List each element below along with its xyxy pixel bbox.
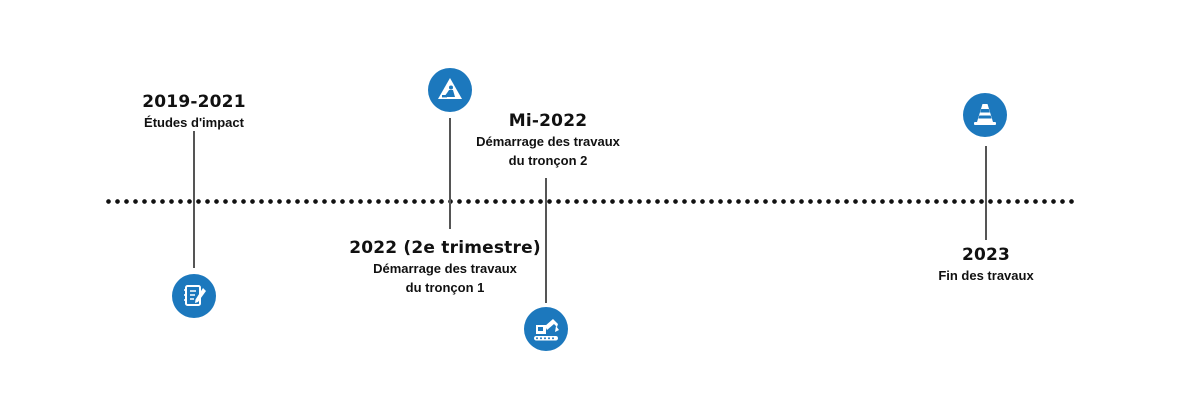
milestone-description: du tronçon 2 [508,153,588,168]
milestone-description: Études d'impact [144,115,244,130]
milestone-description: Démarrage des travaux [476,134,620,149]
milestone-label: Mi-2022 Démarrage des travaux du tronçon… [476,110,620,170]
timeline-axis [104,199,1076,204]
milestone-connector [545,178,547,303]
milestone-connector [449,118,451,229]
excavator-icon [524,307,568,351]
milestone-connector [193,131,195,268]
traffic-cone-icon [963,93,1007,137]
milestone-description: du tronçon 1 [405,280,485,295]
milestone-date: 2022 (2e trimestre) [349,238,541,258]
milestone-label: 2022 (2e trimestre) Démarrage des travau… [349,237,541,297]
milestone-date: 2019-2021 [142,92,246,112]
notebook-icon [172,274,216,318]
milestone-label: 2023 Fin des travaux [938,244,1033,285]
road-work-sign-icon [428,68,472,112]
milestone-connector [985,146,987,240]
milestone-label: 2019-2021 Études d'impact [142,91,246,132]
milestone-description: Fin des travaux [938,268,1034,283]
milestone-date: Mi-2022 [508,111,588,131]
milestone-date: 2023 [961,245,1011,265]
milestone-description: Démarrage des travaux [373,261,517,276]
